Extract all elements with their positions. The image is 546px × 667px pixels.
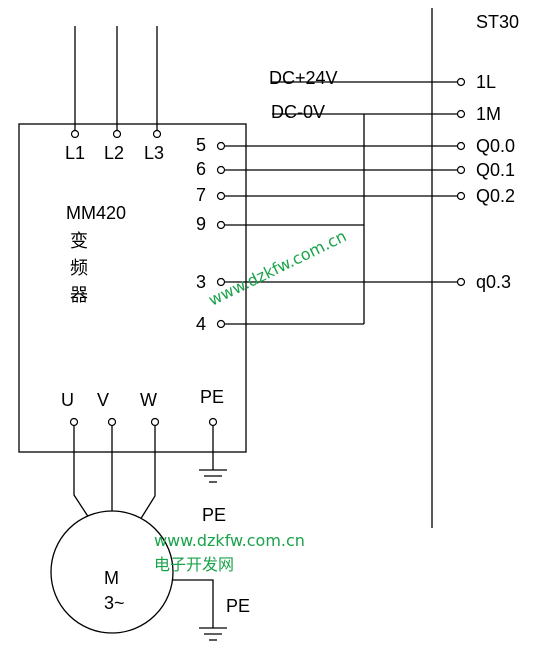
output-label-w: W — [140, 390, 157, 410]
motor-label-m: M — [104, 568, 119, 588]
terminal-l1 — [70, 129, 80, 139]
plc-label-1m: 1M — [476, 104, 501, 124]
terminal-v — [107, 417, 117, 427]
control-label-3: 3 — [196, 272, 206, 292]
terminal-l3 — [152, 129, 162, 139]
terminal-u — [69, 417, 79, 427]
control-label-4: 4 — [196, 314, 206, 334]
dc-plus-label: DC+24V — [269, 68, 338, 88]
plc-name: ST30 — [476, 12, 519, 32]
ground-label-1: PE — [202, 505, 226, 525]
terminal-pe — [208, 417, 218, 427]
output-label-pe: PE — [200, 387, 224, 407]
ground-label-2: PE — [226, 596, 250, 616]
plc-label-q00: Q0.0 — [476, 136, 515, 156]
terminal-l2 — [112, 129, 122, 139]
inverter-name-1: 变 — [70, 231, 88, 252]
motor-symbol — [50, 510, 174, 634]
control-label-5: 5 — [196, 135, 206, 155]
plc-terminal-q03 — [456, 277, 466, 287]
plc-label-q01: Q0.1 — [476, 160, 515, 180]
plc-label-q03: q0.3 — [476, 272, 511, 292]
control-label-6: 6 — [196, 159, 206, 179]
plc-terminal-1m — [456, 109, 466, 119]
terminal-3 — [216, 277, 226, 287]
plc-terminal-q01 — [456, 165, 466, 175]
plc-label-1l: 1L — [476, 72, 496, 92]
plc-terminal-q00 — [456, 141, 466, 151]
terminal-6 — [216, 165, 226, 175]
input-label-l2: L2 — [104, 143, 124, 163]
terminal-4 — [216, 319, 226, 329]
watermark-cn: 电子开发网 — [154, 555, 234, 574]
wire-w-motor — [139, 426, 156, 521]
watermark-diagonal: www.dzkfw.com.cn — [205, 226, 349, 309]
plc-terminal-1l — [456, 77, 466, 87]
terminal-w — [150, 417, 160, 427]
input-label-l3: L3 — [144, 143, 164, 163]
terminal-7 — [216, 191, 226, 201]
inverter-model: MM420 — [66, 203, 126, 223]
inverter-box — [18, 123, 247, 453]
watermark-url: www.dzkfw.com.cn — [154, 531, 305, 550]
wire-u-motor — [73, 426, 90, 519]
control-label-9: 9 — [196, 214, 206, 234]
terminal-5 — [216, 141, 226, 151]
input-label-l1: L1 — [65, 143, 85, 163]
wire-motor-ground — [173, 579, 214, 628]
plc-terminal-q02 — [456, 191, 466, 201]
plc-label-q02: Q0.2 — [476, 186, 515, 206]
dc-minus-label: DC-0V — [271, 102, 325, 122]
motor-label-phase: 3~ — [104, 593, 125, 613]
control-label-7: 7 — [196, 185, 206, 205]
inverter-name-2: 频 — [70, 258, 88, 279]
output-label-v: V — [97, 390, 109, 410]
output-label-u: U — [61, 390, 74, 410]
terminal-9 — [216, 220, 226, 230]
inverter-name-3: 器 — [70, 285, 88, 306]
